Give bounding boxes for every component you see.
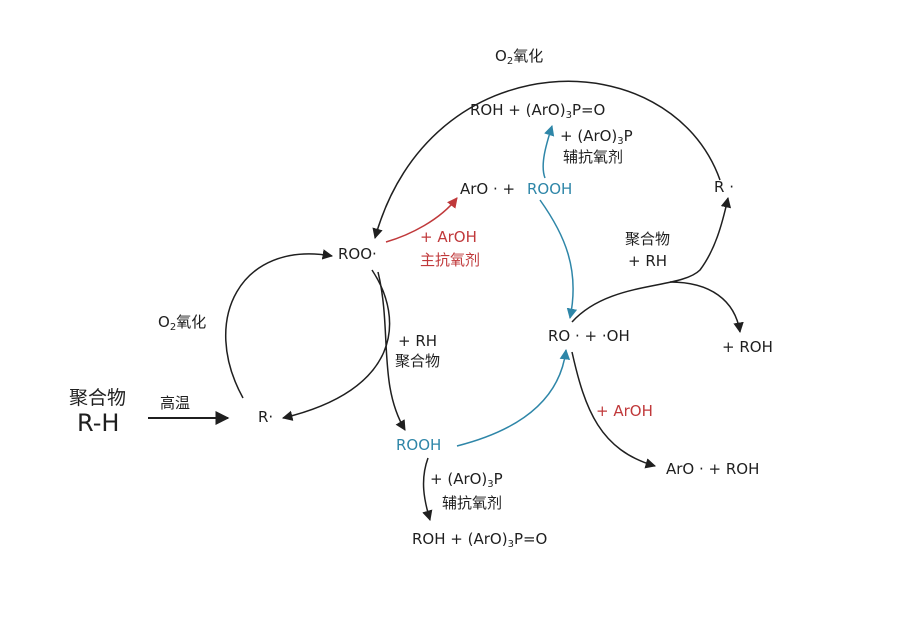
rooh-bottom: ROOH (396, 436, 442, 454)
plus-aroh-lower: + ArOH (596, 402, 653, 420)
arrow-rooh-to-product-bottom (422, 457, 433, 522)
aux-antioxidant-top: 辅抗氧剂 (563, 148, 624, 166)
primary-antioxidant-label: 主抗氧剂 (420, 251, 481, 269)
rh-label: R-H (77, 409, 120, 437)
r-radical-right: R · (714, 178, 734, 196)
rooh-top: ROOH (527, 180, 573, 198)
arrow-roo-to-r (281, 269, 391, 421)
high-temp-label: 高温 (160, 394, 191, 412)
plus-aroh-primary: + ArOH (420, 228, 477, 246)
arrow-roo-to-rooh (377, 271, 406, 431)
polymer-label-mid: 聚合物 (395, 352, 441, 370)
arrow-r-right-to-roo (372, 80, 721, 240)
r-radical-left: R· (258, 408, 274, 426)
aro-roh-product: ArO · + ROH (666, 460, 760, 478)
polymer-label-right: 聚合物 (625, 230, 671, 248)
o2-oxidation-top: O2氧化 (495, 47, 544, 67)
plus-rh-mid: + RH (398, 332, 438, 350)
polymer-label-left: 聚合物 (69, 387, 127, 409)
plus-phosphite-bottom: + (ArO)3P (430, 470, 503, 490)
ro-oh-radicals: RO · + ·OH (548, 327, 630, 345)
plus-phosphite-top: + (ArO)3P (560, 127, 633, 147)
arrow-rooh-top-to-product (542, 124, 555, 179)
product-bottom: ROH + (ArO)3P=O (412, 530, 548, 550)
roo-radical: ROO· (338, 245, 377, 263)
plus-rh-right: + RH (628, 252, 668, 270)
arrow-roo-to-aro (385, 197, 458, 243)
arrow-ro-to-aro-roh (571, 351, 657, 469)
aux-antioxidant-bottom: 辅抗氧剂 (442, 494, 503, 512)
o2-oxidation-left: O2氧化 (158, 313, 207, 333)
arrow-rooh-to-ro (456, 348, 571, 447)
plus-roh-right: + ROH (722, 338, 773, 356)
aro-plus: ArO · + (460, 180, 516, 198)
arrow-ro-to-roh (669, 281, 744, 334)
arrow-r-to-roo (225, 249, 334, 399)
product-top: ROH + (ArO)3P=O (470, 101, 606, 121)
arrow-rooh-top-to-ro (539, 199, 578, 320)
arrow-ro-to-r-right (571, 196, 732, 323)
